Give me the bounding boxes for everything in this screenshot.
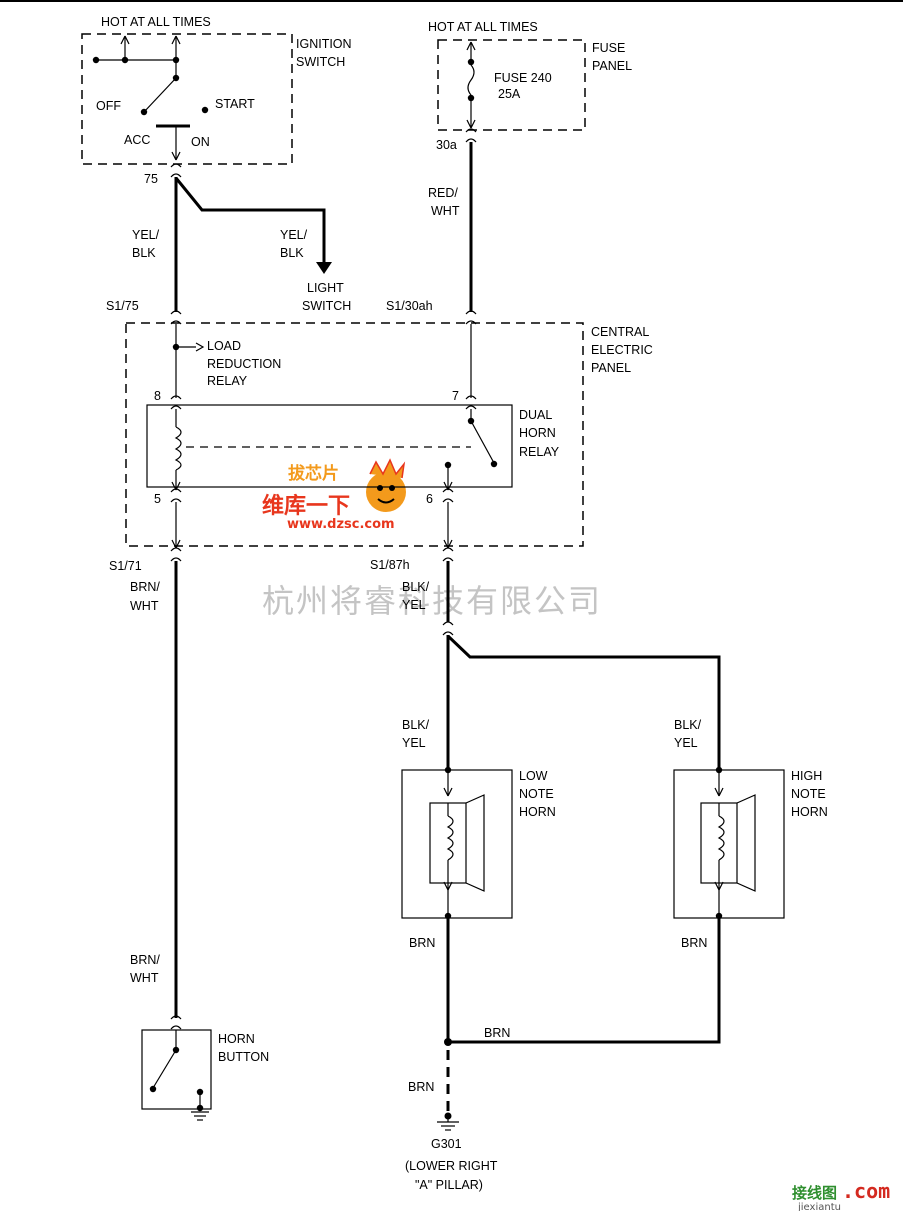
wire-label-brn-2: BRN [681,936,707,950]
wire-label-blk-yel-2a: BLK/ [402,718,430,732]
wire-label-yel-blk-2b: BLK [280,246,304,260]
horn-label-high: HORN [791,805,828,819]
central-electric-panel-box [125,322,584,547]
panel-label-2: PANEL [591,361,631,375]
s1-75-label: S1/75 [106,299,139,313]
wire-label-yel-blk-1a: YEL/ [132,228,160,242]
high-note-horn-box [673,769,785,919]
wire-label-brn-wht-1a: BRN/ [130,580,160,594]
wire-label-yel-blk-2a: YEL/ [280,228,308,242]
central-label: CENTRAL [591,325,649,339]
fuse-panel-box [437,39,586,131]
s1-87h-label: S1/87h [370,558,410,572]
fuse-element [467,64,475,96]
wire-label-brn-3: BRN [484,1026,510,1040]
horn-button: HORN BUTTON [141,1015,269,1121]
acc-label: ACC [124,133,150,147]
location-label-1: (LOWER RIGHT [405,1159,498,1173]
panel-label: PANEL [592,59,632,73]
low-note-horn-box [401,769,513,919]
horn-label-low: HORN [519,805,556,819]
reduction-label: REDUCTION [207,357,281,371]
s1-71-label: S1/71 [109,559,142,573]
wire-label-brn-wht-1b: WHT [130,599,159,613]
pin-5-label: 5 [154,492,161,506]
on-label: ON [191,135,210,149]
relay-label: RELAY [207,374,248,388]
fuse-panel: HOT AT ALL TIMES FUSE PANEL FUSE 240 25A… [428,20,632,152]
horn-coil-icon [717,815,725,861]
horn-button-label-1: HORN [218,1032,255,1046]
note-label: NOTE [519,787,554,801]
horn-speaker-icon [736,794,756,892]
wire-label-yel-blk-1b: BLK [132,246,156,260]
wire-label-blk-yel-1a: BLK/ [402,580,430,594]
corner-watermark: 接线图 .com jiexiantu [792,1179,890,1211]
high-note-horn: HIGH NOTE HORN [673,766,828,920]
logo-url-text: www.dzsc.com [287,517,395,532]
light-switch-arrow-icon [316,262,332,274]
wire-label-blk-yel-3b: YEL [674,736,698,750]
horn-label: HORN [519,426,556,440]
ignition-switch: HOT AT ALL TIMES IGNITION SWITCH OFF STA… [81,15,352,186]
low-label: LOW [519,769,548,783]
load-label: LOAD [207,339,241,353]
high-label: HIGH [791,769,822,783]
ignition-label: IGNITION [296,37,352,51]
fuse-label: FUSE [592,41,625,55]
ground-g301-icon [437,1112,459,1131]
pin-7-label: 7 [452,389,459,403]
horn-speaker-icon [465,794,485,892]
wire-label-red-wht-1: RED/ [428,186,458,200]
pin-75-label: 75 [144,172,158,186]
wire-label-red-wht-2: WHT [431,204,460,218]
wire-label-blk-yel-1b: YEL [402,598,426,612]
svg-text:jiexiantu: jiexiantu [797,1202,841,1211]
wire-label-blk-yel-2b: YEL [402,736,426,750]
hot-at-all-times-label: HOT AT ALL TIMES [101,15,211,29]
off-label: OFF [96,99,121,113]
pin-6-label: 6 [426,492,433,506]
relay-coil-icon [174,426,182,471]
g301-label: G301 [431,1137,462,1151]
svg-text:接线图: 接线图 [792,1184,837,1202]
s1-30ah-label: S1/30ah [386,299,433,313]
wire-label-brn-wht-2a: BRN/ [130,953,160,967]
company-watermark: 杭州将睿科技有限公司 [262,582,602,620]
wire-label-brn-wht-2b: WHT [130,971,159,985]
central-electric-panel: CENTRAL ELECTRIC PANEL LOAD REDUCTION RE… [125,310,653,549]
start-label: START [215,97,255,111]
light-switch-label: SWITCH [302,299,351,313]
location-label-2: "A" PILLAR) [415,1178,483,1192]
dual-label: DUAL [519,408,552,422]
relay-switch-contact [470,420,495,464]
dzsc-logo: 拔芯片 维库一下 www.dzsc.com [262,458,406,532]
hot-at-all-times-label-2: HOT AT ALL TIMES [428,20,538,34]
fuse-amp-label: 25A [498,87,521,101]
logo-mid-text: 维库一下 [262,493,350,519]
horn-button-label-2: BUTTON [218,1050,269,1064]
logo-face [366,472,406,512]
wire-label-blk-yel-3a: BLK/ [674,718,702,732]
low-note-horn: LOW NOTE HORN [401,766,556,920]
wire-yel-blk-light [174,177,326,264]
logo-top-text: 拔芯片 [288,463,339,484]
switch-label: SWITCH [296,55,345,69]
pin-8-label: 8 [154,389,161,403]
ignition-switch-box [81,33,293,165]
pin-30a-label: 30a [436,138,457,152]
wire-label-brn-4: BRN [408,1080,434,1094]
dual-horn-relay-box [146,404,513,488]
relay-label-2: RELAY [519,445,560,459]
wire-blk-yel-high [446,634,721,770]
note-label-high: NOTE [791,787,826,801]
svg-text:.com: .com [842,1179,890,1203]
fuse-240-label: FUSE 240 [494,71,552,85]
horn-coil-icon [446,815,454,861]
wire-label-brn-1: BRN [409,936,435,950]
light-label: LIGHT [307,281,344,295]
electric-label: ELECTRIC [591,343,653,357]
wire-brn-high [448,916,721,1044]
